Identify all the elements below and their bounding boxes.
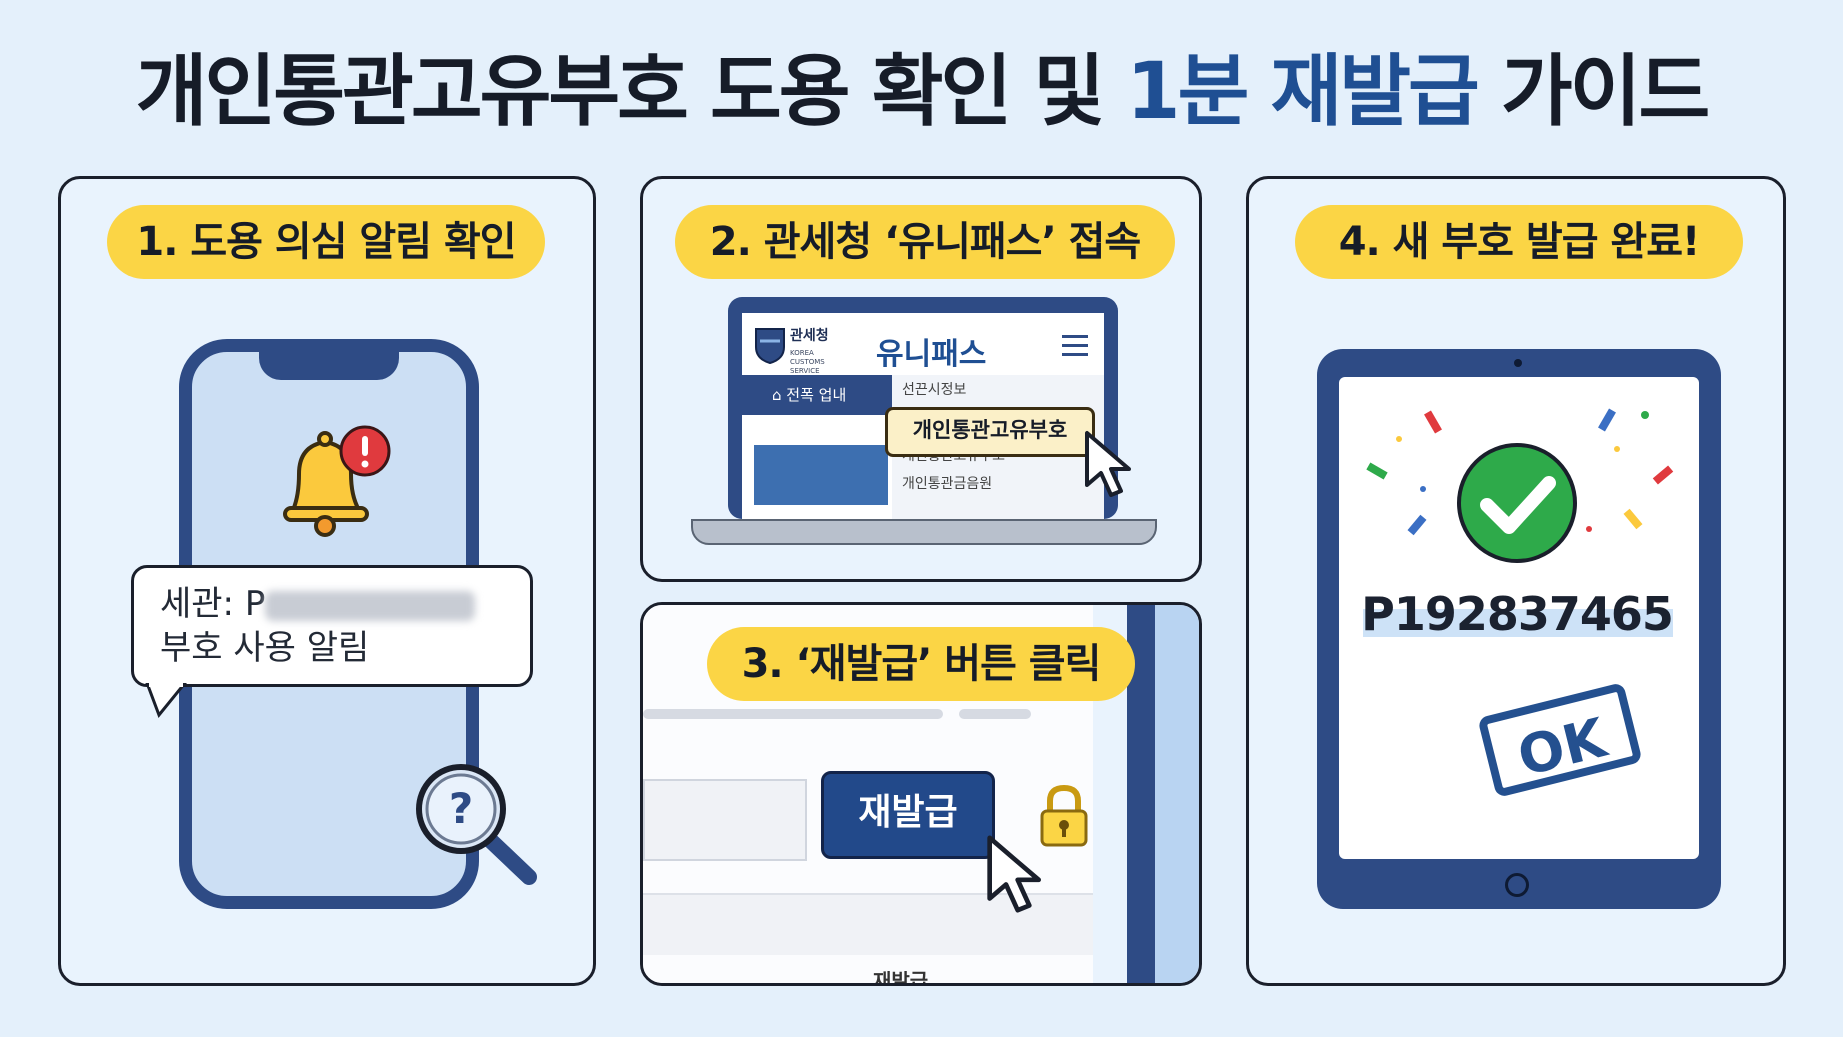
cursor-icon [987, 835, 1041, 913]
title-part-2: 가이드 [1476, 47, 1710, 137]
phone-notch [259, 350, 399, 380]
title-highlight: 1분 재발급 [1126, 47, 1479, 137]
page-sidebar-light [1155, 605, 1199, 983]
step4-panel: 4. 새 부호 발급 완료! P192837465 OK [1246, 176, 1786, 986]
blurred-code [265, 590, 476, 621]
page-title: 개인통관고유부호 도용 확인 및 1분 재발급 가이드 [0, 42, 1843, 142]
notification-line-2: 부호 사용 알림 [160, 628, 370, 668]
home-icon: ⌂ [772, 386, 787, 404]
nav-home[interactable]: ⌂ 전폭 업내 [742, 375, 892, 415]
input-box[interactable] [643, 779, 807, 861]
confetti [1366, 408, 1674, 536]
step1-label: 1. 도용 의심 알림 확인 [107, 205, 545, 279]
kcs-english-label: KOREA CUSTOMS SERVICE [790, 349, 825, 375]
reissue-footer-text: 재발급 [873, 969, 929, 986]
code-highlight [1363, 609, 1673, 637]
step2-label: 2. 관세청 ‘유니패스’ 접속 [675, 205, 1175, 279]
kcs-shield-icon [755, 328, 785, 365]
placeholder-line-1 [643, 709, 943, 719]
callout-personal-customs-code[interactable]: 개인통관고유부호 [885, 407, 1095, 457]
step3-panel: 3. ‘재발급’ 버튼 클릭 재발급 재발급 [640, 602, 1202, 986]
lock-icon [1040, 784, 1088, 847]
menu-item-top[interactable]: 선끈시정보 [902, 382, 967, 398]
notification-line-1: 세관: P [160, 582, 504, 626]
new-customs-code: P192837465 [1361, 587, 1674, 641]
tablet-camera [1514, 359, 1522, 367]
step3-label: 3. ‘재발급’ 버튼 클릭 [707, 627, 1135, 701]
cursor-icon [1085, 431, 1131, 497]
hamburger-menu-icon[interactable] [1062, 335, 1088, 357]
placeholder-line-2 [959, 709, 1031, 719]
bubble-tail [145, 683, 187, 718]
step4-label: 4. 새 부호 발급 완료! [1295, 205, 1743, 279]
notification-prefix: 세관: P [160, 584, 266, 624]
banner-image [754, 445, 888, 505]
svg-text:?: ? [449, 784, 473, 833]
magnifier-question-icon: ? [416, 764, 537, 885]
reissue-button[interactable]: 재발급 [821, 771, 995, 859]
notification-bubble: 세관: P 부호 사용 알림 [131, 565, 533, 687]
step1-panel: 1. 도용 의심 알림 확인 세관: P 부호 사용 알림 ? [58, 176, 596, 986]
laptop-base [691, 519, 1157, 545]
tablet-home-button[interactable] [1505, 873, 1529, 897]
check-circle-icon [1457, 443, 1577, 563]
menu-item-2[interactable]: 개인통관금음원 [902, 476, 993, 492]
step2-panel: 2. 관세청 ‘유니패스’ 접속 관세청 KOREA CUSTOMS SERVI… [640, 176, 1202, 582]
title-part-1: 개인통관고유부호 도용 확인 및 [135, 47, 1127, 137]
unipass-site-name[interactable]: 유니패스 [876, 337, 987, 372]
kcs-agency-label: 관세청 [790, 328, 829, 344]
nav-home-label: 전폭 업내 [786, 386, 847, 404]
alert-icon [339, 425, 391, 477]
